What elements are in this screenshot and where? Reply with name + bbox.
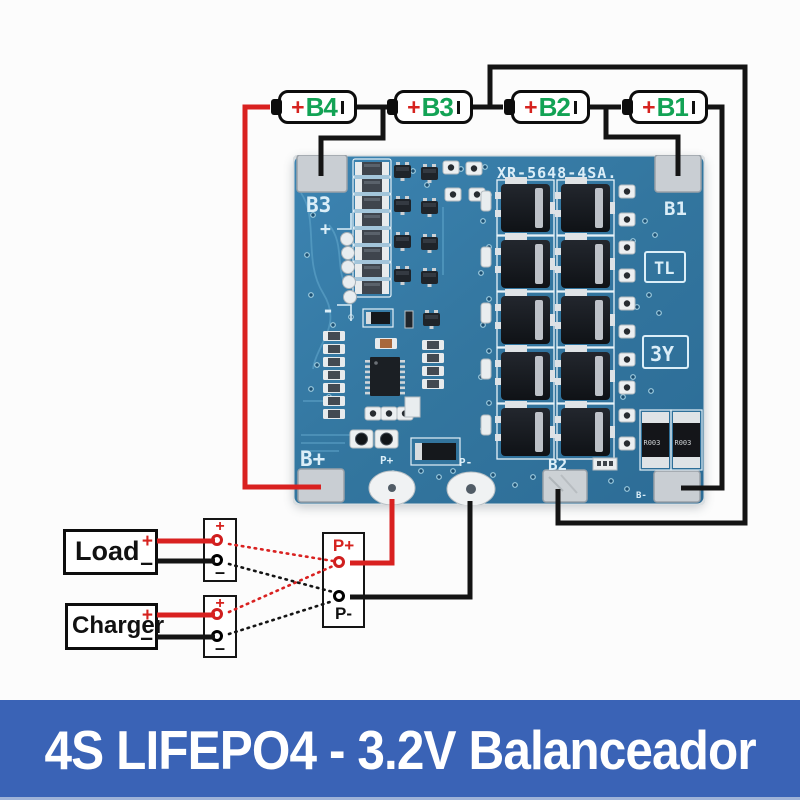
bms-board-graphic: B3 B1 B+ B2 P+ P- B- XR-5648-4SA. TL 3Y … [293, 155, 705, 505]
shunt-resistors: R003 R003 [639, 409, 703, 471]
pad-b2 [542, 469, 588, 503]
p-minus-terminal-ring [332, 590, 345, 602]
charger-label: Charger [72, 612, 165, 639]
tl-mark: TL [654, 259, 674, 279]
balance-minus-mark: - [322, 298, 334, 322]
plus-icon: + [291, 93, 305, 120]
load-box: Load + – [63, 529, 158, 575]
plus-icon: + [524, 93, 538, 120]
battery-label: B2 [538, 92, 571, 122]
load-terminal-block: + – [203, 518, 237, 582]
caption-text: 4S LIFEPO4 - 3.2V Balanceador [44, 719, 756, 781]
dotted-connections [227, 542, 335, 636]
pad-b1 [654, 155, 702, 193]
charger-terminal-block: + – [203, 595, 237, 658]
p-plus-label: P+ [332, 536, 355, 555]
battery-b2: + B2 [504, 90, 590, 124]
plus-icon: + [642, 93, 656, 120]
pad-b3 [296, 155, 348, 193]
battery-label: B3 [421, 92, 454, 122]
minus-icon: – [140, 549, 153, 575]
load-label: Load [75, 536, 140, 566]
board-label-p-plus: P+ [380, 454, 394, 467]
balance-plus-mark: + [320, 219, 331, 240]
plus-icon: + [407, 93, 421, 120]
battery-negative-bar [456, 100, 460, 114]
battery-terminal-nub [504, 99, 515, 115]
pad-b-plus [297, 468, 345, 503]
plus-icon: + [215, 518, 225, 535]
board-label-b3: B3 [306, 193, 331, 217]
board-label-p-minus: P- [459, 456, 472, 469]
p-terminal-block: P+ P- [322, 532, 365, 628]
minus-icon: – [214, 562, 225, 582]
plus-icon: + [215, 595, 225, 612]
minus-icon: – [140, 624, 153, 650]
battery-terminal-nub [622, 99, 633, 115]
misc-component [592, 457, 618, 471]
p-plus-terminal-ring [332, 556, 345, 568]
plus-icon: + [141, 605, 153, 626]
battery-terminal-nub [271, 99, 282, 115]
battery-terminal-nub [387, 99, 398, 115]
pad-b-minus [653, 470, 701, 503]
board-label-b1: B1 [664, 198, 687, 220]
battery-b4: + B4 [271, 90, 357, 124]
mosfet-bank [480, 176, 616, 460]
battery-negative-bar [573, 100, 577, 114]
battery-b1: + B1 [622, 90, 708, 124]
diode [362, 308, 394, 328]
plus-icon: + [141, 531, 153, 552]
fuse-resistor [375, 338, 397, 349]
power-diode [410, 437, 461, 466]
control-circuit [323, 160, 486, 466]
minus-icon: – [214, 638, 225, 658]
shunt-label-2: R003 [675, 439, 692, 447]
board-label-b-minus: B- [636, 491, 647, 501]
battery-negative-bar [691, 100, 695, 114]
protection-ic [365, 357, 405, 396]
shunt-label-1: R003 [644, 439, 661, 447]
battery-negative-bar [340, 100, 344, 114]
board-label-b-plus: B+ [300, 447, 325, 471]
p-minus-label: P- [335, 604, 352, 623]
positive-terminal-ring [211, 608, 223, 620]
battery-label: B1 [656, 92, 689, 122]
3y-mark: 3Y [650, 342, 674, 366]
caption-banner: 4S LIFEPO4 - 3.2V Balanceador [0, 700, 800, 800]
positive-terminal-ring [211, 534, 223, 546]
charger-box: Charger + – [65, 603, 165, 650]
battery-b3: + B3 [387, 90, 473, 124]
battery-label: B4 [305, 92, 338, 122]
test-pads-column [340, 232, 357, 304]
bms-board: B3 B1 B+ B2 P+ P- B- XR-5648-4SA. TL 3Y … [293, 155, 705, 505]
